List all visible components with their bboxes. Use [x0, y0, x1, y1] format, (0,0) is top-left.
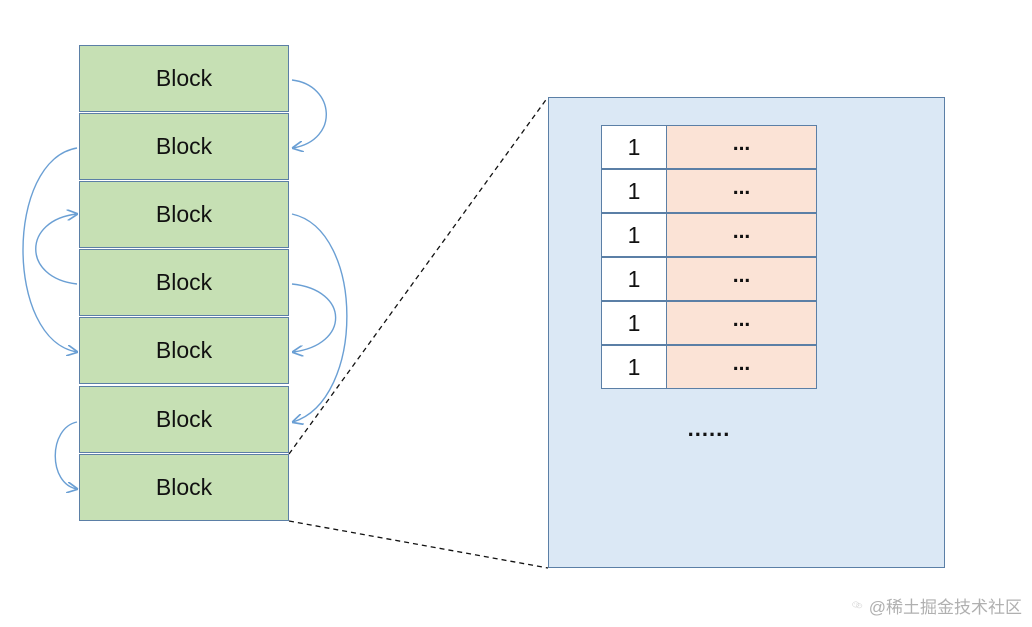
row-value: ... — [667, 125, 817, 169]
detail-row: 1 ... — [601, 345, 817, 389]
block: Block — [79, 249, 289, 316]
row-key: 1 — [601, 345, 667, 389]
block: Block — [79, 181, 289, 248]
watermark: @稀土掘金技术社区 — [852, 588, 1022, 622]
detail-row: 1 ... — [601, 301, 817, 345]
row-value: ... — [667, 213, 817, 257]
block: Block — [79, 454, 289, 521]
link-arrow — [292, 283, 337, 352]
watermark-text: @稀土掘金技术社区 — [868, 597, 1022, 617]
detail-row: 1 ... — [601, 257, 817, 301]
row-value: ... — [667, 257, 817, 301]
row-key: 1 — [601, 169, 667, 213]
more-rows-ellipsis: ...... — [687, 416, 731, 441]
row-key: 1 — [601, 301, 667, 345]
link-arrow — [292, 213, 348, 422]
wechat-logo-icon — [852, 601, 863, 609]
block: Block — [79, 113, 289, 180]
block-detail-panel: 1 ... 1 ... 1 ... 1 ... 1 ... 1 ... ....… — [548, 97, 945, 568]
row-key: 1 — [601, 125, 667, 169]
row-value: ... — [667, 301, 817, 345]
row-key: 1 — [601, 213, 667, 257]
block: Block — [79, 317, 289, 384]
link-arrow — [54, 421, 77, 489]
row-value: ... — [667, 345, 817, 389]
block: Block — [79, 386, 289, 453]
zoom-line-bottom — [288, 520, 549, 569]
link-arrow — [22, 147, 77, 352]
detail-row: 1 ... — [601, 125, 817, 169]
block: Block — [79, 45, 289, 112]
row-value: ... — [667, 169, 817, 213]
zoom-line-top — [288, 96, 549, 455]
link-arrow — [35, 214, 77, 285]
detail-row: 1 ... — [601, 213, 817, 257]
link-arrow — [292, 79, 327, 148]
detail-row: 1 ... — [601, 169, 817, 213]
row-key: 1 — [601, 257, 667, 301]
